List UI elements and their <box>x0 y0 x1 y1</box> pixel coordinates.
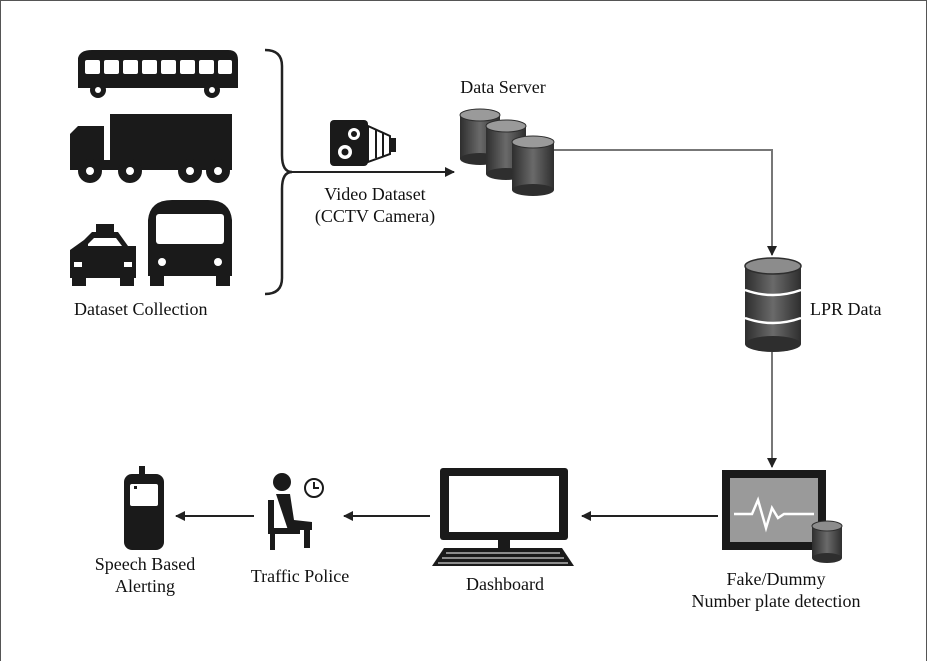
truck-icon <box>70 114 232 183</box>
video-dataset-line1: Video Dataset <box>324 184 426 204</box>
database-icon <box>744 257 802 352</box>
heartbeat-monitor-icon <box>722 470 843 563</box>
clock-icon <box>304 478 324 498</box>
mobile-phone-icon <box>124 466 164 550</box>
dashboard-label: Dashboard <box>466 574 544 594</box>
detection-line2: Number plate detection <box>691 591 861 611</box>
city-bus-icon <box>148 200 232 286</box>
lpr-data-label: LPR Data <box>810 299 882 319</box>
alerting-line1: Speech Based <box>94 554 196 574</box>
detection-line1: Fake/Dummy <box>726 569 826 589</box>
dataset-collection-label: Dataset Collection <box>74 299 208 319</box>
computer-icon <box>432 468 574 566</box>
alerting-label: Speech Based Alerting <box>86 553 204 597</box>
grouping-brace <box>264 48 293 296</box>
detection-label: Fake/Dummy Number plate detection <box>678 568 874 612</box>
video-dataset-label: Video Dataset (CCTV Camera) <box>300 183 450 227</box>
cctv-camera-icon <box>330 120 396 166</box>
arrow-server-to-lpr <box>554 149 777 256</box>
alerting-line2: Alerting <box>115 576 175 596</box>
taxi-icon <box>70 224 136 286</box>
seated-person-icon <box>268 473 312 550</box>
video-dataset-line2: (CCTV Camera) <box>314 206 436 226</box>
traffic-police-label: Traffic Police <box>250 566 350 586</box>
data-server-label: Data Server <box>460 77 546 97</box>
bus-icon <box>78 50 238 98</box>
database-stack-icon <box>459 108 555 196</box>
